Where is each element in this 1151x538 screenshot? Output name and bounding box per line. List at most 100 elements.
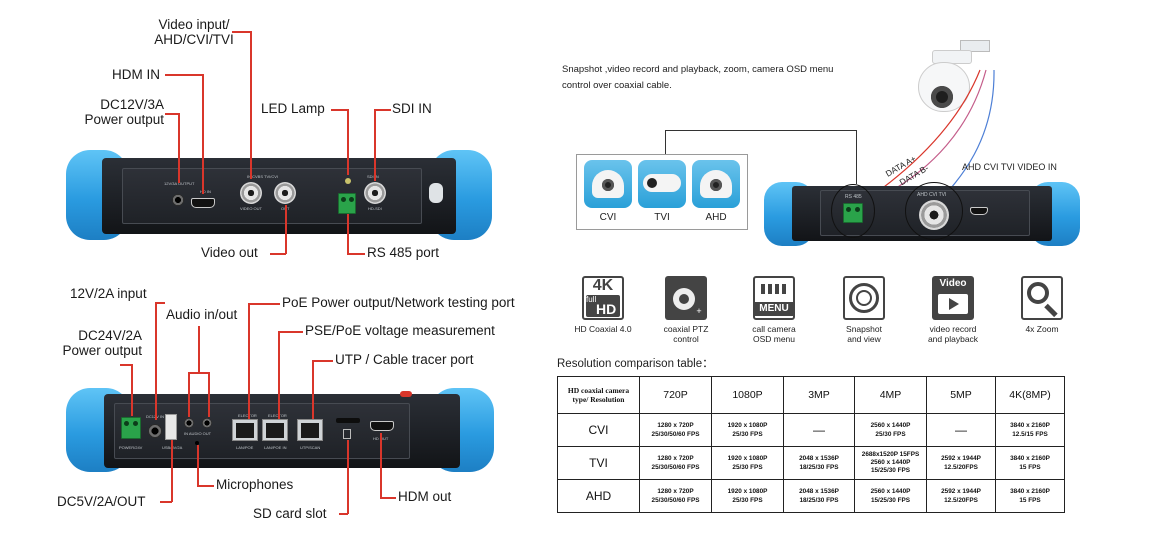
hdmi-in-label: HD IN [200,189,211,194]
row-header: AHD [557,479,640,513]
table-cell: — [926,413,996,447]
dc5v-leader-h [160,501,172,503]
dc5v-leader [171,440,173,502]
video-input-leader-h [232,31,251,33]
utp-scan-port[interactable] [297,419,323,441]
mode-cvi-label: CVI [599,212,617,223]
panel-t7: ELECTOR [268,413,287,418]
dc5v-callout: DC5V/2A/OUT [57,494,146,509]
ptz-camera-icon: + [663,276,709,320]
sd-callout: SD card slot [253,506,327,521]
in12v-leader [155,302,157,420]
sd-leader [347,440,349,514]
hdm-in-leader-h [165,74,203,76]
sdi-in-panel-label: SDI IN [367,174,379,179]
dc12v-in-jack[interactable] [148,424,162,438]
feature-video-record: Video video record and playback [913,276,993,344]
bullet-camera-icon [638,160,686,208]
power-button-icon[interactable] [429,183,443,203]
hdm-in-callout: HDM IN [112,67,160,82]
button-red[interactable] [400,391,412,397]
sdi-in-leader [374,109,376,181]
video-out-bnc[interactable] [274,182,296,204]
hdm-out-leader [380,433,382,498]
dc-port-label: 12V/3A OUTPUT [164,181,195,186]
hdmi-out-port[interactable] [370,421,394,431]
column-header: 5MP [926,376,996,414]
sd-leader-h [339,513,348,515]
resolution-table: HD coaxial camera type/ Resolution 720P … [557,376,1065,513]
table-cell: 2048 x 1536P 18/25/30 FPS [783,479,855,513]
rs485-leader-h [347,253,365,255]
video-icon: Video [930,276,976,320]
microphone-hole [195,441,199,445]
table-cell: 3840 x 2160P 15 FPS [995,479,1065,513]
dc24v-terminal[interactable] [121,417,141,439]
row-header: CVI [557,413,640,447]
table-cell: 1920 x 1080P 25/30 FPS [711,413,784,447]
sdi-sub-label: HD-SDI [368,206,382,211]
table-cell: 2592 x 1944P 12.5/20FPS [926,446,996,480]
table-cell: 1280 x 720P 25/30/50/60 FPS [639,446,712,480]
hdmi-in-port[interactable] [191,198,215,208]
highlight-rs485 [831,184,875,238]
utp-callout: UTP / Cable tracer port [335,352,474,367]
video-input-callout: Video input/ AHD/CVI/TVI [154,17,234,47]
table-cell: 2560 x 1440P 25/30 FPS [854,413,927,447]
video-out-callout: Video out [201,245,258,260]
sd-card-slot[interactable] [336,418,360,423]
table-cell: 1280 x 720P 25/30/50/60 FPS [639,413,712,447]
panel-t9: UTP/SCAN [300,445,321,450]
rs485-leader [347,214,349,254]
dc12v-port[interactable] [172,194,184,206]
table-cell: 3840 x 2160P 15 FPS [995,446,1065,480]
table-title: Resolution comparison table： [557,358,714,370]
column-header: 720P [639,376,712,414]
poe-out-leader [248,303,250,419]
sdi-in-bnc[interactable] [364,182,386,204]
mode-tvi: TVI [636,160,688,223]
feature-zoom: 4x Zoom [1002,276,1082,334]
mode-ahd: AHD [690,160,742,223]
usb-port[interactable] [165,414,177,440]
sdi-in-leader-h [374,109,391,111]
column-header: 3MP [783,376,855,414]
panel-t4: IN AUDIO OUT [184,431,212,436]
led-lamp [345,178,351,184]
led-lamp-callout: LED Lamp [261,101,325,116]
audio-jack-out[interactable] [202,418,212,428]
mic-callout: Microphones [216,477,294,492]
table-cell: 1280 x 720P 25/30/50/60 FPS [639,479,712,513]
video-input-leader [250,31,252,179]
led-lamp-leader-h [331,109,348,111]
panel-t5: ELECTOR [238,413,257,418]
magnifier-icon [1019,276,1065,320]
feature-label: Snapshot and view [846,324,882,344]
poe-out-leader-h [248,303,280,305]
dc24v-callout: DC24V/2A Power output [62,328,142,358]
pse-callout: PSE/PoE voltage measurement [305,323,495,338]
in12v-leader-h [155,302,165,304]
rs485-terminal[interactable] [338,193,356,214]
dc24v-leader-h [120,364,132,366]
video-out-leader-h [270,253,286,255]
table-cell: 2688x1520P 15FPS 2560 x 1440P 15/25/30 F… [854,446,927,480]
lan-poe-port[interactable] [232,419,258,441]
video-in-bnc[interactable] [240,182,262,204]
mode-connector-line-v2 [856,130,858,184]
bnc-out-label-left: VIDEO OUT [240,206,263,211]
lan-poe-in-port[interactable] [262,419,288,441]
row-header: TVI [557,446,640,480]
feature-hd-coaxial: 4K full HD HD Coaxial 4.0 [563,276,643,334]
audio-jack-in[interactable] [184,418,194,428]
hdm-in-leader [202,74,204,194]
banner-note-line1: Snapshot ,video record and playback, zoo… [562,64,834,75]
table-cell: 2048 x 1536P 18/25/30 FPS [783,446,855,480]
camera-shutter-icon [841,276,887,320]
banner-note-line2: control over coaxial cable. [562,80,672,91]
table-cell: 1920 x 1080P 25/30 FPS [711,446,784,480]
hdm-out-leader-h [380,497,396,499]
panel-t8: LAN/POE IN [264,445,287,450]
mic-leader [197,445,199,486]
rs485-callout: RS 485 port [367,245,440,260]
